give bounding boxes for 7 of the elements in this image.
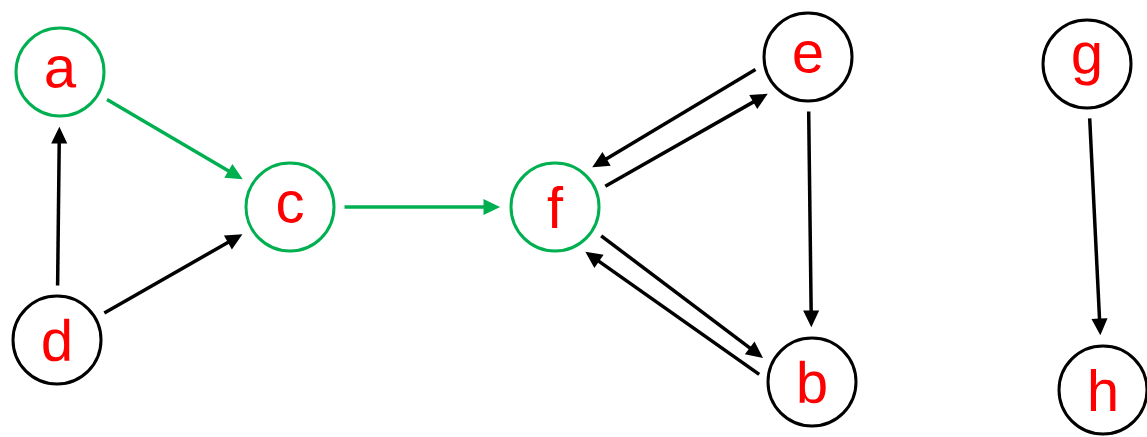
circle-node: a	[14, 26, 106, 118]
circle-node: e	[762, 11, 854, 103]
circle-node: c	[244, 161, 336, 253]
circle-node: f	[509, 161, 601, 253]
circle-node: b	[766, 336, 858, 428]
circle-node: g	[1041, 18, 1133, 110]
circle-node: d	[11, 294, 103, 386]
